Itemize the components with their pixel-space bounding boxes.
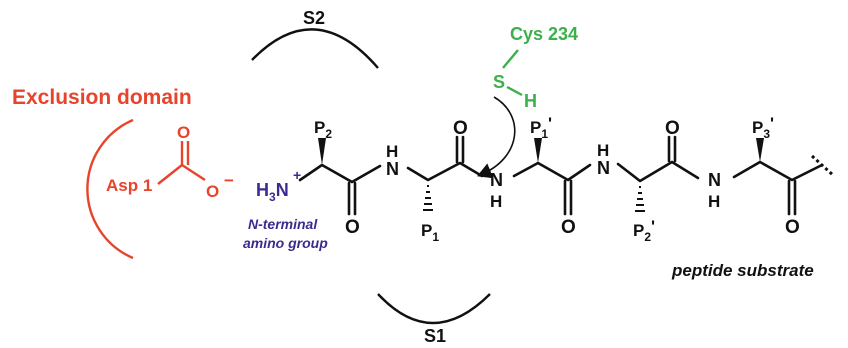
cys234-bond-s-h: [506, 85, 523, 97]
p2-label: P2: [314, 118, 332, 141]
p3-prime-label: P3': [752, 114, 774, 141]
p1prime-wedge-bond: [534, 138, 542, 163]
asp1-carboxylate-bonds: [157, 141, 206, 185]
amide-nitrogen-2: N: [490, 170, 503, 190]
amide-hydrogen-1: H: [386, 142, 398, 161]
cys234-sulfur: S: [493, 72, 505, 92]
p3prime-wedge-bond: [756, 138, 764, 162]
amide-hydrogen-4: H: [708, 192, 720, 211]
carbonyl-bonds: [347, 135, 797, 216]
amine-h3-label: H3N: [256, 180, 289, 204]
cys234-bond-cb-s: [502, 49, 519, 69]
amide-nitrogen-4: N: [708, 170, 721, 190]
cys234-label: Cys 234: [510, 24, 578, 44]
amide-nitrogen-3: N: [597, 158, 610, 178]
carbonyl-oxygen-3: O: [561, 217, 576, 238]
peptide-substrate-label: peptide substrate: [671, 261, 814, 280]
asp1-label: Asp 1: [106, 176, 152, 195]
chain-truncation-bond: [810, 154, 836, 178]
p2-wedge-bond: [318, 138, 326, 165]
p1-label: P1: [421, 221, 439, 244]
peptide-backbone-bonds: [298, 160, 824, 184]
asp1-carbonyl-oxygen: O: [177, 123, 190, 142]
p2-prime-label: P2': [633, 217, 655, 244]
n-terminal-label-line1: N-terminal: [248, 216, 318, 232]
n-terminal-label-line2: amino group: [243, 235, 328, 251]
exclusion-domain-label: Exclusion domain: [12, 86, 192, 109]
asp1-anionic-oxygen: O: [206, 182, 219, 201]
amide-nitrogen-1: N: [386, 159, 399, 179]
carbonyl-oxygen-5: O: [785, 217, 800, 238]
amide-hydrogen-2: H: [490, 192, 502, 211]
amide-hydrogen-3: H: [597, 141, 609, 160]
s1-pocket-arc: [377, 293, 491, 325]
nucleophilic-attack-arrow: [477, 96, 516, 179]
s1-label: S1: [424, 326, 446, 346]
p1-hashed-bond: [423, 185, 433, 211]
carbonyl-oxygen-1: O: [345, 217, 360, 238]
carbonyl-oxygen-2: O: [453, 118, 468, 139]
cys234-hydrogen: H: [524, 91, 537, 111]
asp1-negative-charge: −: [224, 171, 234, 190]
s2-pocket-arc: [251, 28, 379, 69]
s2-label: S2: [303, 8, 325, 28]
amine-positive-charge: +: [293, 167, 301, 183]
exclusion-domain-arc: [86, 118, 134, 260]
p2prime-hashed-bond: [635, 186, 645, 212]
p1-prime-label: P1': [530, 114, 552, 141]
carbonyl-oxygen-4: O: [665, 118, 680, 139]
